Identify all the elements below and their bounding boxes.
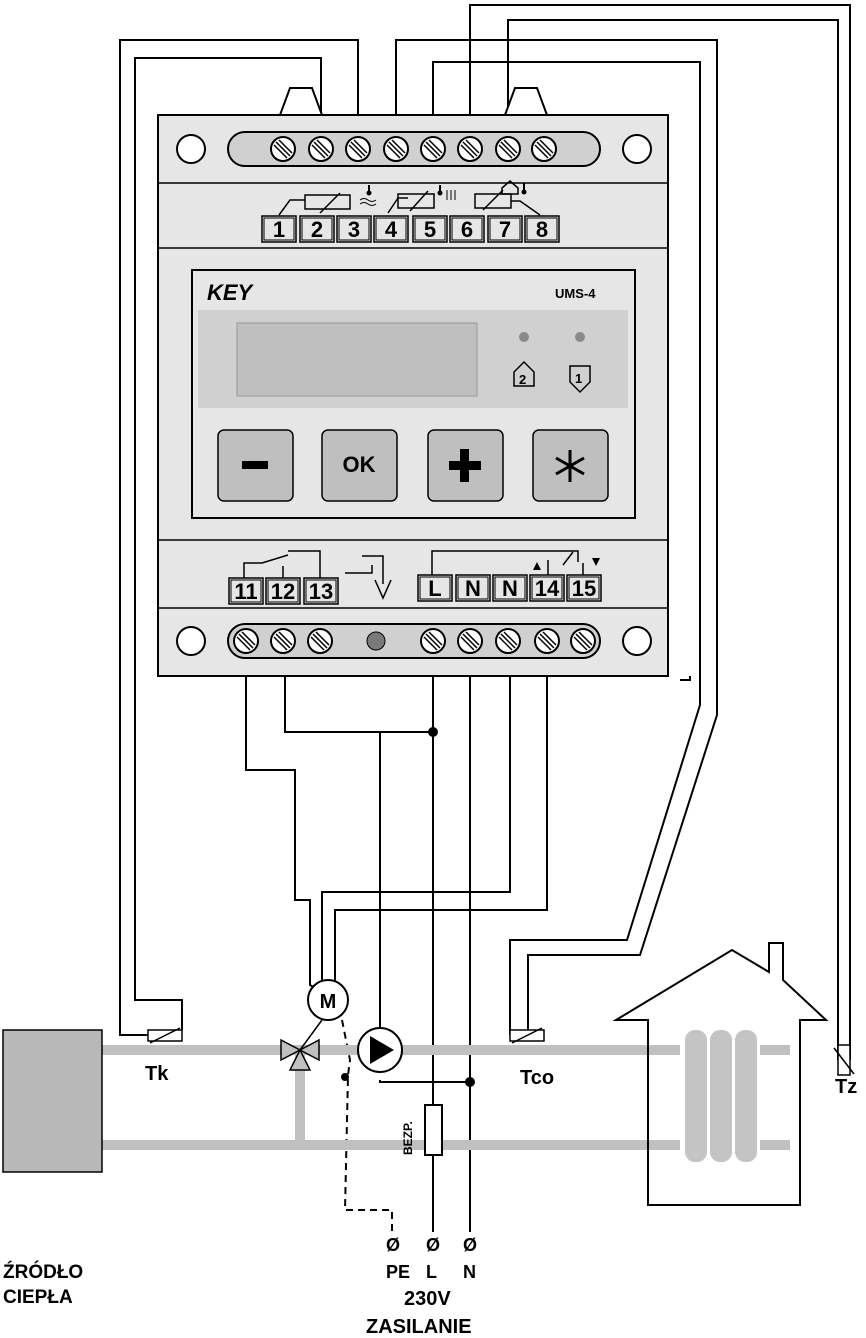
plus-button[interactable] [427,429,504,502]
radiator [685,1030,757,1162]
led-2 [519,332,529,342]
sensor-tco [509,1027,545,1044]
svg-text:BEZP.: BEZP. [401,1121,415,1155]
svg-text:2: 2 [311,217,323,242]
svg-text:11: 11 [234,579,257,604]
terminal-7: 7 [487,215,523,243]
screw [420,136,446,162]
screw [534,628,560,654]
mixing-valve [280,1019,323,1071]
screw [345,136,371,162]
label-pe: PE [386,1262,410,1282]
terminal-11: 11 [228,577,264,605]
svg-text:3: 3 [348,217,360,242]
terminal-N: N [492,574,528,602]
svg-text:Ø: Ø [463,1235,477,1255]
label-tco: Tco [520,1067,554,1089]
screw [270,628,296,654]
screw [270,136,296,162]
svg-text:6: 6 [461,217,473,242]
svg-text:1: 1 [575,371,582,386]
top-screws [270,136,557,162]
label-l: L [426,1262,437,1282]
sensor-icons [359,180,527,206]
fuse: BEZP. [401,1104,443,1156]
screw [570,628,596,654]
house-2-icon [513,360,535,387]
wires-top [119,4,851,1060]
label-tz: Tz [835,1076,857,1098]
terminal-N: N [455,574,491,602]
model-label: UMS-4 [555,286,596,301]
circulation-pump [357,1027,403,1073]
screw [308,136,334,162]
svg-text:N: N [465,576,481,601]
svg-text:12: 12 [271,579,295,604]
bottom-screws [233,628,596,654]
ok-button[interactable]: OK [321,429,398,502]
screw [233,628,259,654]
screw [420,628,446,654]
sensor-tz [833,1044,855,1076]
screw [457,136,483,162]
valve-motor: M [307,979,349,1021]
svg-text:Ø: Ø [426,1235,440,1255]
terminal-14: 14 [529,574,565,602]
svg-text:8: 8 [536,217,548,242]
svg-text:2: 2 [519,372,526,387]
svg-text:13: 13 [309,579,333,604]
svg-text:N: N [502,576,518,601]
bottom-terminal-labels-left: 11 12 13 [228,577,339,605]
label-tk: Tk [145,1063,169,1085]
svg-text:OK: OK [343,452,376,477]
terminal-4: 4 [373,215,409,243]
terminal-1: 1 [261,215,297,243]
star-button[interactable] [532,429,609,502]
label-heat-source-1: ŹRÓDŁO [3,1261,83,1283]
svg-text:14: 14 [535,576,560,601]
svg-text:7: 7 [499,217,511,242]
screw [307,628,333,654]
lcd-display [236,322,478,397]
svg-text:15: 15 [572,576,596,601]
terminal-3: 3 [336,215,372,243]
screw [457,628,483,654]
terminal-8: 8 [524,215,560,243]
terminal-12: 12 [265,577,301,605]
svg-text:L: L [428,576,441,601]
terminal-L: L [417,574,453,602]
heat-source [2,1029,103,1173]
label-heat-source-2: CIEPŁA [3,1287,73,1308]
minus-button[interactable] [217,429,294,502]
house-outline [612,942,829,1206]
screw [383,136,409,162]
sensor-tk [147,1027,183,1044]
shield-1-icon [569,365,591,394]
label-voltage: 230V [404,1288,451,1310]
svg-text:1: 1 [273,217,285,242]
terminal-2: 2 [299,215,335,243]
screw [531,136,557,162]
svg-text:5: 5 [424,217,436,242]
supply-terminals: Ø Ø Ø [386,1235,477,1255]
label-n: N [463,1262,476,1282]
terminal-5: 5 [412,215,448,243]
svg-text:4: 4 [385,217,398,242]
terminal-15: 15 [566,574,602,602]
screw [495,136,521,162]
screw [495,628,521,654]
label-supply: ZASILANIE [366,1316,472,1338]
svg-text:M: M [320,991,337,1013]
terminal-6: 6 [449,215,485,243]
led-1 [575,332,585,342]
terminal-13: 13 [303,577,339,605]
brand-label: KEY [207,280,255,305]
svg-text:Ø: Ø [386,1235,400,1255]
